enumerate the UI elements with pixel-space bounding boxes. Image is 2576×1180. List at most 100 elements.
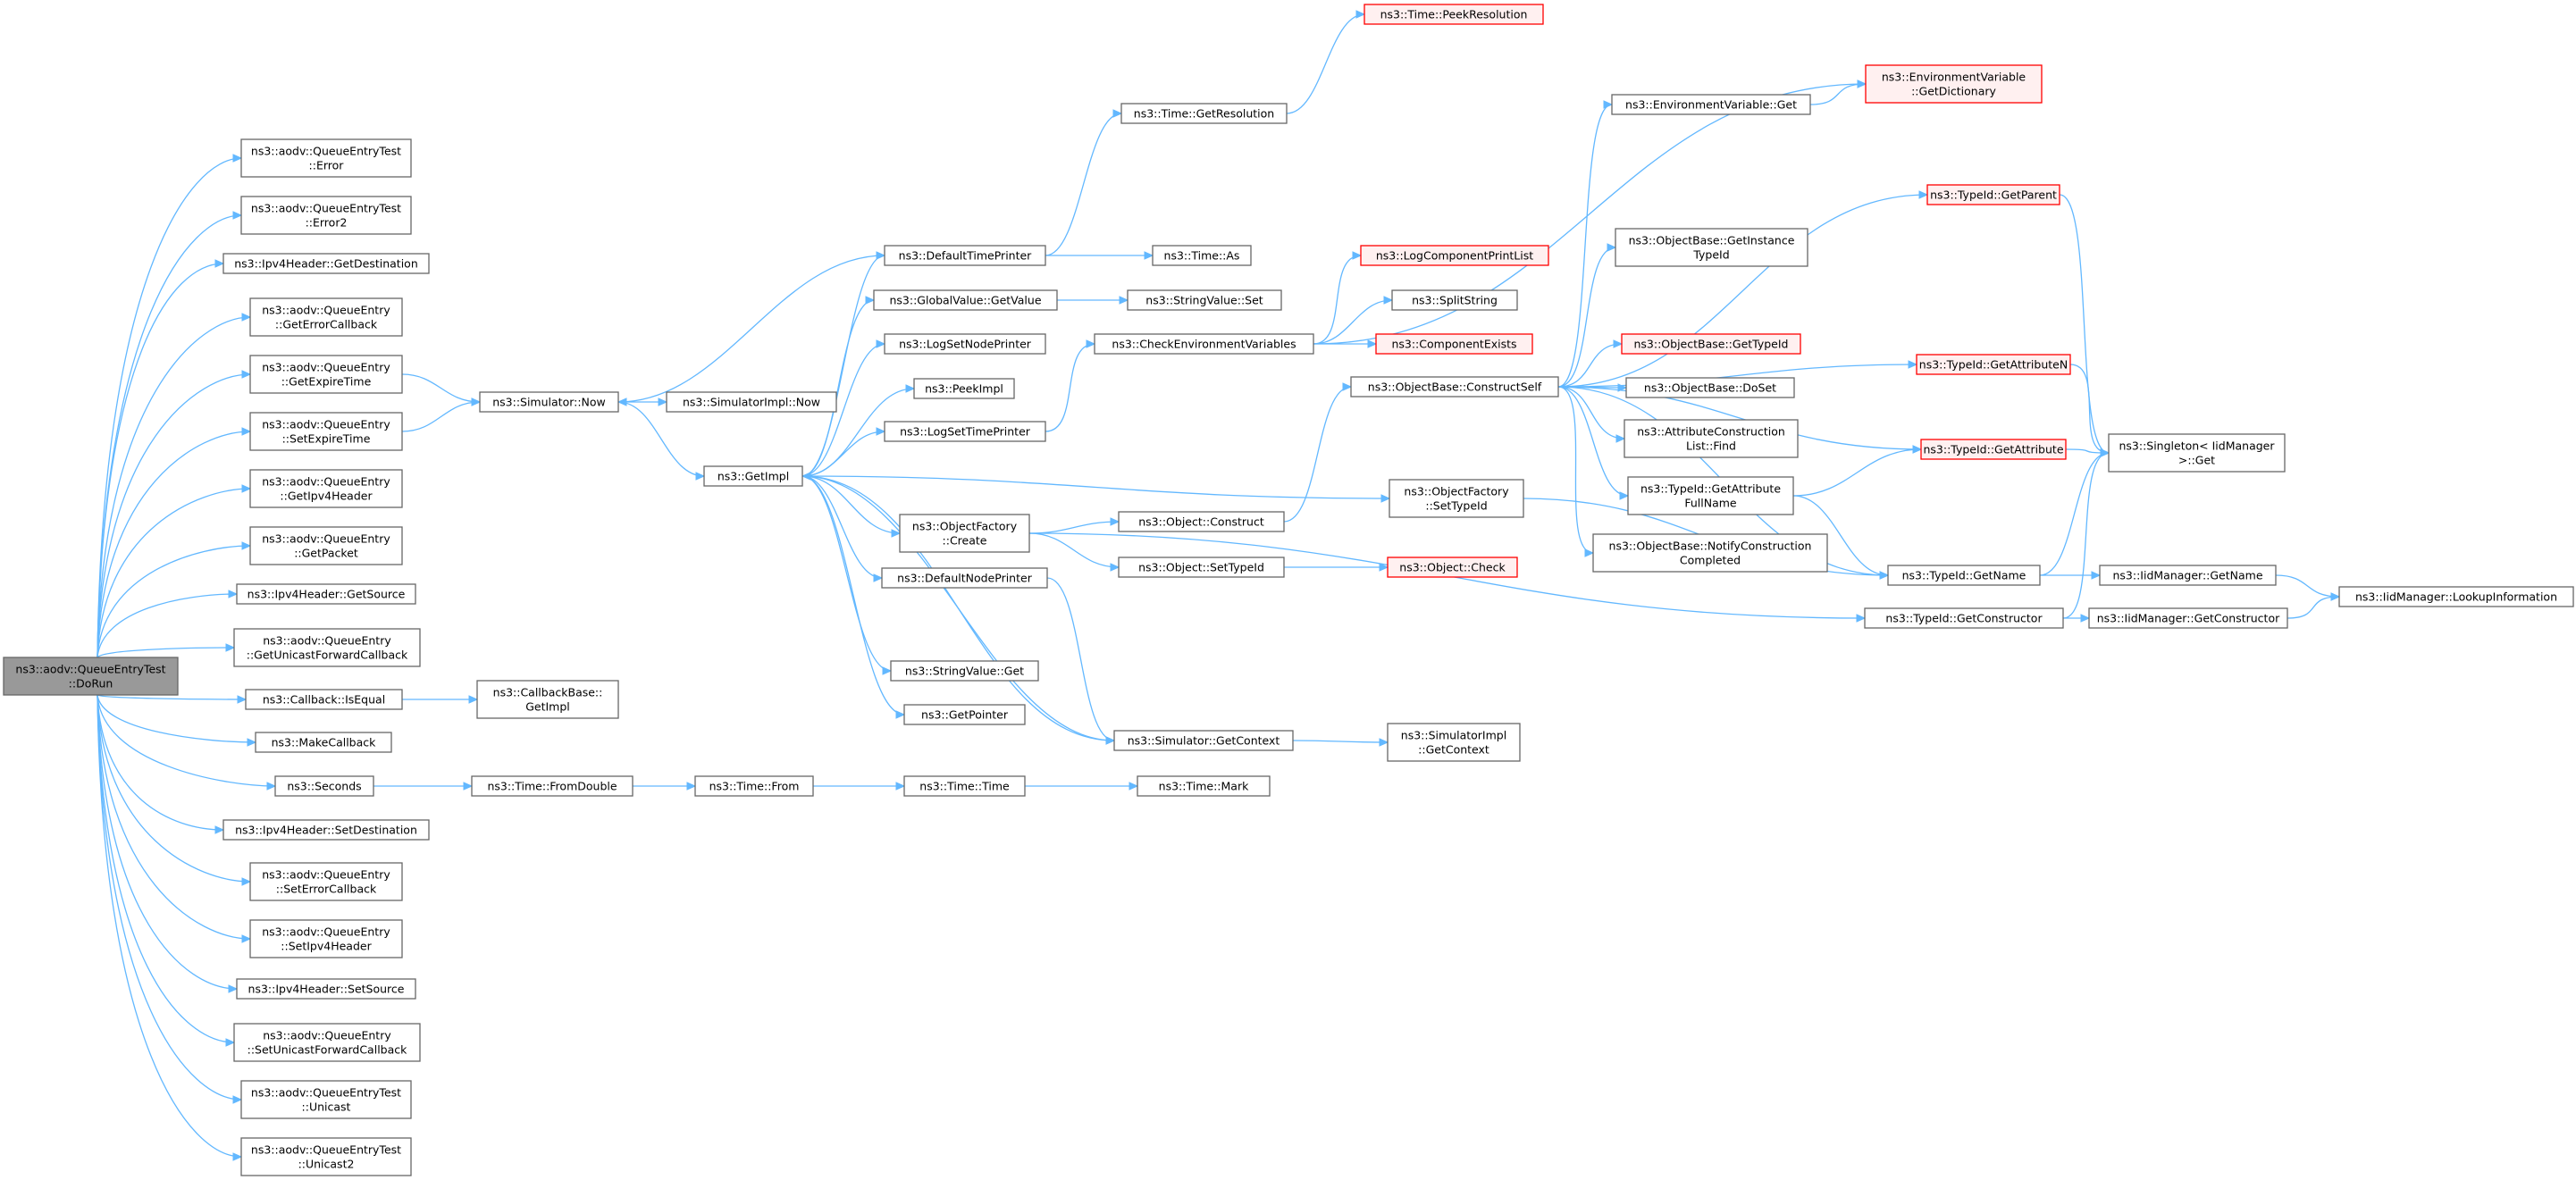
edge-qe-setexpire-to-sim-now: [401, 398, 482, 432]
node-label: ns3::DefaultNodePrinter: [897, 572, 1033, 585]
edge-line: [801, 343, 885, 477]
edge-line: [96, 694, 251, 940]
node-envvar-get[interactable]: ns3::EnvironmentVariable::Get: [1611, 94, 1811, 115]
node-label: ns3::IidManager::LookupInformation: [2355, 590, 2557, 604]
node-obj-construct[interactable]: ns3::Object::Construct: [1118, 511, 1285, 532]
node-of-create[interactable]: ns3::ObjectFactory::Create: [899, 514, 1030, 553]
node-iid-getconstructor[interactable]: ns3::IidManager::GetConstructor: [2088, 607, 2288, 629]
node-qe-setucb[interactable]: ns3::aodv::QueueEntry::SetUnicastForward…: [233, 1023, 421, 1062]
arrowhead: [1912, 445, 1923, 454]
node-time-peekres[interactable]: ns3::Time::PeekResolution: [1364, 4, 1544, 25]
node-simimpl-getcontext[interactable]: ns3::SimulatorImpl::GetContext: [1387, 723, 1521, 762]
node-tid-getparent[interactable]: ns3::TypeId::GetParent: [1926, 184, 2060, 205]
edge-line: [1313, 255, 1362, 345]
node-logsettimeprinter[interactable]: ns3::LogSetTimePrinter: [884, 421, 1046, 442]
edge-root-to-qe-getucb: [96, 643, 236, 658]
node-cbbase-getimpl[interactable]: ns3::CallbackBase::GetImpl: [476, 680, 619, 719]
node-qe-setipv4[interactable]: ns3::aodv::QueueEntry::SetIpv4Header: [249, 919, 403, 958]
node-time-getres[interactable]: ns3::Time::GetResolution: [1120, 103, 1288, 124]
node-ipv4-getsrc[interactable]: ns3::Ipv4Header::GetSource: [236, 583, 416, 605]
edge-line: [801, 475, 892, 672]
arrowhead: [617, 398, 627, 406]
node-of-settypeid[interactable]: ns3::ObjectFactory::SetTypeId: [1389, 479, 1524, 518]
edge-line: [801, 475, 883, 579]
arrowhead: [228, 590, 239, 598]
node-sim-getcontext[interactable]: ns3::Simulator::GetContext: [1113, 730, 1294, 751]
node-ob-doset[interactable]: ns3::ObjectBase::DoSet: [1625, 377, 1795, 398]
node-time-from[interactable]: ns3::Time::From: [694, 775, 814, 797]
node-root[interactable]: ns3::aodv::QueueEntryTest::DoRun: [3, 657, 179, 696]
node-label: ns3::SplitString: [1412, 294, 1498, 307]
node-qet-unicast2[interactable]: ns3::aodv::QueueEntryTest::Unicast2: [240, 1137, 412, 1176]
node-qet-error2[interactable]: ns3::aodv::QueueEntryTest::Error2: [240, 196, 412, 235]
node-obj-settypeid[interactable]: ns3::Object::SetTypeId: [1118, 557, 1285, 578]
node-qe-getipv4[interactable]: ns3::aodv::QueueEntry::GetIpv4Header: [249, 469, 403, 508]
node-label: ns3::Ipv4Header::SetSource: [248, 983, 405, 996]
node-makecb[interactable]: ns3::MakeCallback: [255, 732, 392, 753]
node-componentexists[interactable]: ns3::ComponentExists: [1375, 333, 1533, 355]
node-time-fromdouble[interactable]: ns3::Time::FromDouble: [471, 775, 634, 797]
node-time-time[interactable]: ns3::Time::Time: [903, 775, 1026, 797]
node-singleton-get[interactable]: ns3::Singleton< IidManager >::Get: [2108, 433, 2286, 473]
node-logsetnodeprinter[interactable]: ns3::LogSetNodePrinter: [884, 333, 1046, 355]
node-seconds[interactable]: ns3::Seconds: [274, 775, 374, 797]
node-qe-geterrcb[interactable]: ns3::aodv::QueueEntry::GetErrorCallback: [249, 297, 403, 337]
edge-line: [96, 157, 242, 658]
node-ipv4-setsrc[interactable]: ns3::Ipv4Header::SetSource: [236, 978, 416, 1000]
node-qet-unicast[interactable]: ns3::aodv::QueueEntryTest::Unicast: [240, 1080, 412, 1119]
node-time-mark[interactable]: ns3::Time::Mark: [1137, 775, 1271, 797]
arrowhead: [1383, 296, 1394, 305]
edge-line: [2069, 364, 2110, 454]
arrowhead: [463, 782, 474, 791]
node-splitstring[interactable]: ns3::SplitString: [1391, 289, 1518, 311]
node-stringvalue-set[interactable]: ns3::StringValue::Set: [1127, 289, 1282, 311]
edge-getimpl-to-gv-getvalue: [801, 296, 876, 477]
node-cb-isequal[interactable]: ns3::Callback::IsEqual: [245, 689, 403, 710]
node-label: ns3::aodv::QueueEntryTest: [251, 145, 401, 158]
node-qet-error[interactable]: ns3::aodv::QueueEntryTest::Error: [240, 138, 412, 178]
node-checkenv[interactable]: ns3::CheckEnvironmentVariables: [1094, 333, 1314, 355]
node-box: [1920, 439, 2067, 460]
node-iid-lookup[interactable]: ns3::IidManager::LookupInformation: [2338, 586, 2574, 607]
node-qe-getpacket[interactable]: ns3::aodv::QueueEntry::GetPacket: [249, 526, 403, 565]
node-gv-getvalue[interactable]: ns3::GlobalValue::GetValue: [873, 289, 1058, 311]
node-getpointer[interactable]: ns3::GetPointer: [903, 704, 1026, 725]
node-iid-getname[interactable]: ns3::IidManager::GetName: [2099, 565, 2277, 586]
node-tid-getconstructor[interactable]: ns3::TypeId::GetConstructor: [1864, 607, 2064, 629]
node-ipv4-setdest[interactable]: ns3::Ipv4Header::SetDestination: [222, 819, 430, 841]
node-defaultnodeprinter[interactable]: ns3::DefaultNodePrinter: [881, 567, 1048, 589]
node-stringvalue-get[interactable]: ns3::StringValue::Get: [890, 660, 1039, 682]
node-peekimpl[interactable]: ns3::PeekImpl: [913, 378, 1015, 399]
node-defaulttimeprinter[interactable]: ns3::DefaultTimePrinter: [884, 245, 1046, 266]
node-ob-gettypeid[interactable]: ns3::ObjectBase::GetTypeId: [1621, 333, 1801, 355]
node-tid-getattr[interactable]: ns3::TypeId::GetAttribute: [1920, 439, 2067, 460]
node-sim-now[interactable]: ns3::Simulator::Now: [479, 391, 619, 413]
edge-line: [1046, 577, 1115, 741]
node-tid-getattrn[interactable]: ns3::TypeId::GetAttributeN: [1916, 354, 2071, 375]
node-qe-getucb[interactable]: ns3::aodv::QueueEntry::GetUnicastForward…: [233, 628, 421, 667]
node-ob-constructself[interactable]: ns3::ObjectBase::ConstructSelf: [1350, 376, 1559, 398]
node-tid-getname[interactable]: ns3::TypeId::GetName: [1887, 565, 2041, 586]
node-box: [2088, 607, 2288, 629]
edge-defaulttimeprinter-to-sim-now: [617, 255, 885, 406]
arrowhead: [2091, 571, 2102, 580]
node-qe-seterrcb[interactable]: ns3::aodv::QueueEntry::SetErrorCallback: [249, 862, 403, 901]
node-qe-setexpire[interactable]: ns3::aodv::QueueEntry::SetExpireTime: [249, 412, 403, 451]
node-time-as[interactable]: ns3::Time::As: [1152, 245, 1252, 266]
node-ipv4-getdest[interactable]: ns3::Ipv4Header::GetDestination: [222, 253, 430, 274]
node-obj-check[interactable]: ns3::Object::Check: [1387, 557, 1518, 578]
arrowhead: [225, 1038, 236, 1047]
arrowhead: [2100, 448, 2110, 457]
edge-line: [2059, 194, 2110, 454]
node-envvar-getdict[interactable]: ns3::EnvironmentVariable::GetDictionary: [1865, 64, 2043, 104]
node-qe-getexpire[interactable]: ns3::aodv::QueueEntry::GetExpireTime: [249, 355, 403, 394]
node-logcompprintlist[interactable]: ns3::LogComponentPrintList: [1360, 245, 1549, 266]
edge-line: [1557, 343, 1623, 388]
node-ob-notifyconstruction[interactable]: ns3::ObjectBase::NotifyConstructionCompl…: [1592, 533, 1828, 573]
node-box: [890, 660, 1039, 682]
node-getimpl[interactable]: ns3::GetImpl: [703, 465, 803, 487]
node-simimpl-now[interactable]: ns3::SimulatorImpl::Now: [666, 391, 837, 413]
